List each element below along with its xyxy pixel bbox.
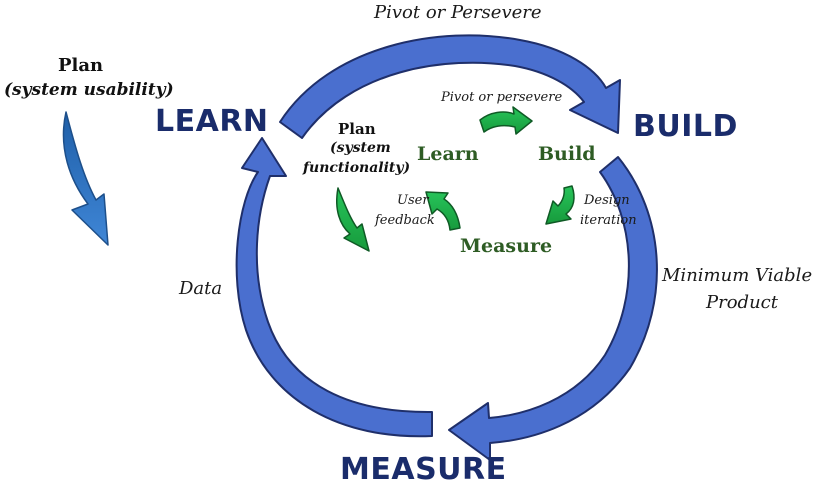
plan-functionality-line2: functionality): [303, 160, 411, 176]
plan-functionality-arrow: [336, 187, 370, 252]
user-feedback-line2: feedback: [375, 213, 435, 228]
design-iteration-line1: Design: [584, 193, 630, 208]
learn-label: LEARN: [155, 104, 269, 139]
mvp-label-line2: Product: [706, 292, 778, 313]
plan-functionality-title: Plan: [338, 120, 376, 138]
plan-usability-title: Plan: [58, 55, 104, 76]
inner-build-label: Build: [538, 143, 596, 165]
design-iteration-line2: iteration: [580, 213, 637, 228]
outer-arrow-measure-to-learn: [235, 137, 433, 438]
inner-pivot-label: Pivot or persevere: [441, 90, 563, 105]
mvp-label-line1: Minimum Viable: [662, 265, 813, 286]
build-label: BUILD: [633, 109, 738, 144]
measure-label: MEASURE: [340, 452, 507, 487]
inner-arrow-measure-to-learn: [425, 191, 461, 231]
plan-usability-arrow: [62, 111, 109, 246]
data-label: Data: [179, 278, 223, 299]
outer-arrow-build-to-measure: [448, 156, 658, 461]
plan-functionality-line1: (system: [330, 140, 391, 156]
inner-measure-label: Measure: [460, 235, 553, 257]
outer-arrow-learn-to-build: [279, 34, 621, 139]
inner-arrow-learn-to-build: [479, 106, 533, 135]
inner-learn-label: Learn: [417, 143, 479, 165]
user-feedback-line1: User: [397, 193, 429, 208]
inner-arrow-build-to-measure: [545, 185, 575, 225]
plan-usability-subtitle: (system usability): [4, 80, 174, 100]
outer-pivot-label: Pivot or Persevere: [374, 2, 542, 23]
